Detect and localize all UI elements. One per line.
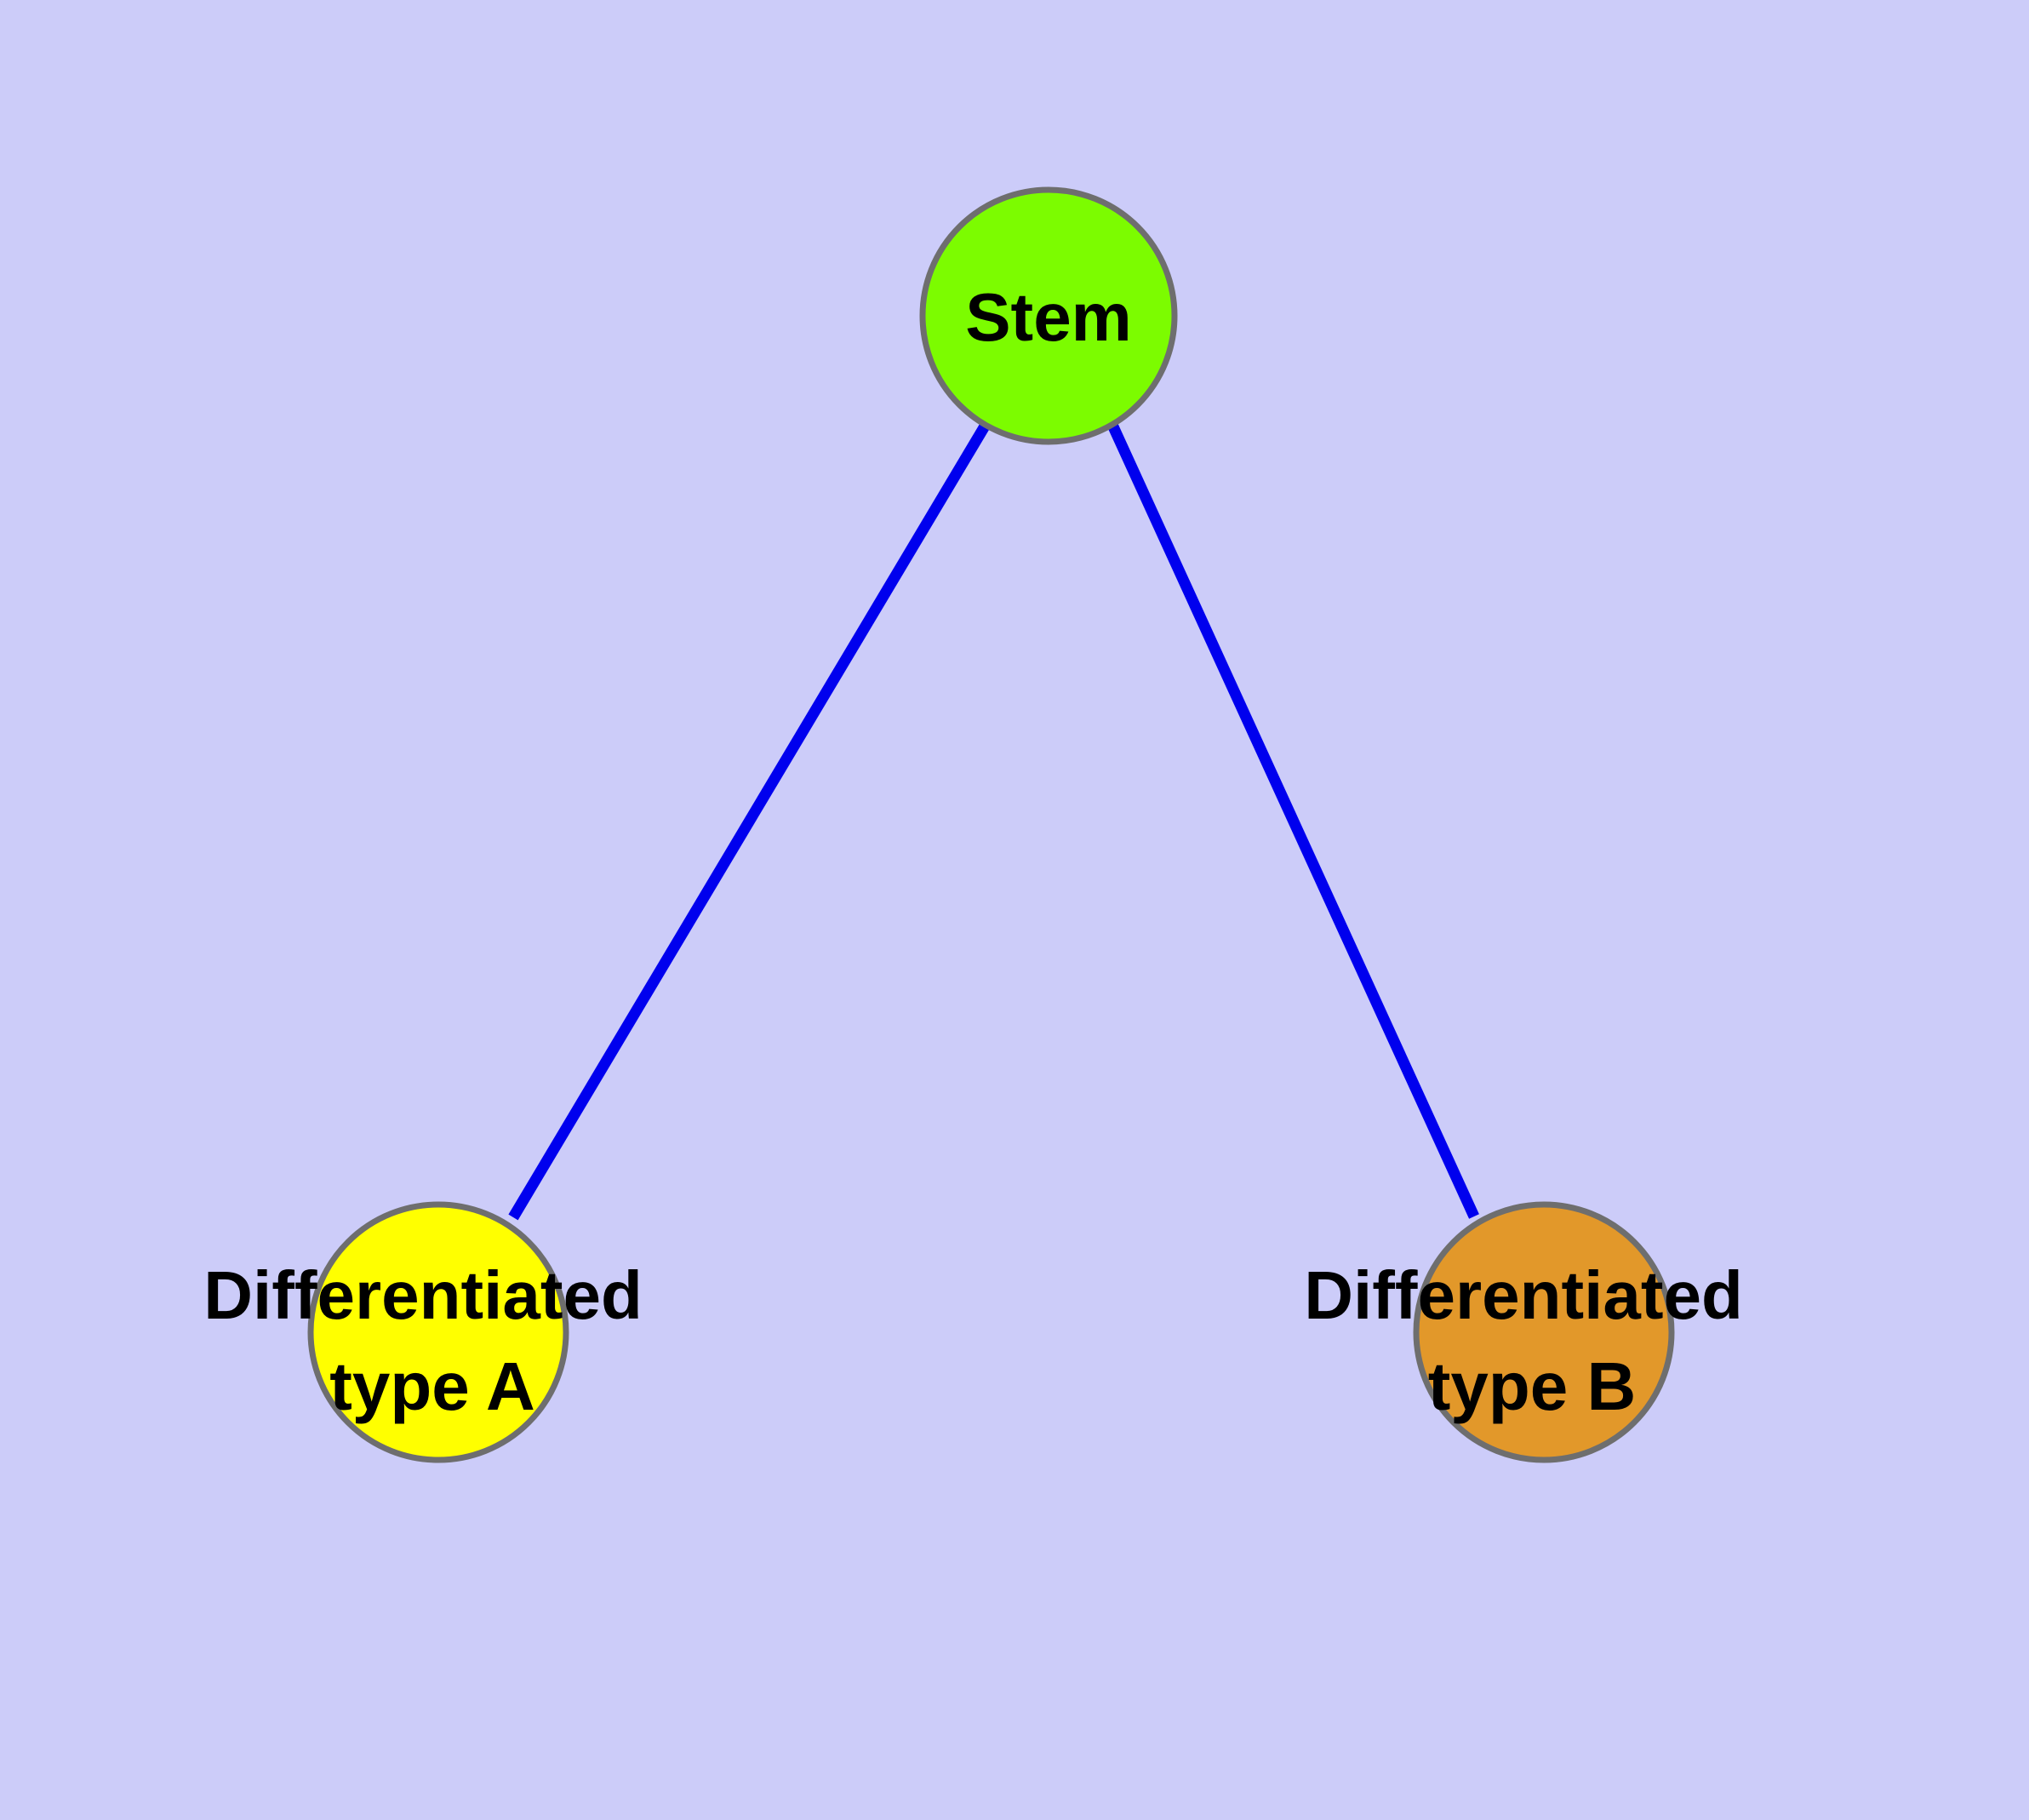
node-diff-b-circle[interactable] — [1413, 1201, 1675, 1463]
node-stem[interactable]: Stem — [919, 186, 1178, 445]
node-diff-b-label-line1: Differentiated — [1304, 1257, 1743, 1333]
node-diff-a-circle[interactable] — [307, 1201, 569, 1463]
node-diff-b-label-line2: type B — [1428, 1348, 1637, 1424]
edge-stem-to-diff-a[interactable] — [508, 421, 991, 1221]
node-diff-a-label-line1: Differentiated — [203, 1257, 643, 1333]
node-diff-a-label-line2: type A — [329, 1348, 535, 1424]
node-diff-b[interactable] — [1413, 1201, 1675, 1463]
node-diff-a[interactable] — [307, 1201, 569, 1463]
labels-layer: Differentiated type A Differentiated typ… — [203, 1257, 1743, 1424]
edges-layer — [508, 421, 1479, 1221]
node-stem-circle[interactable] — [919, 186, 1178, 445]
node-stem-label: Stem — [965, 279, 1132, 355]
edge-stem-to-diff-b[interactable] — [1107, 422, 1479, 1219]
